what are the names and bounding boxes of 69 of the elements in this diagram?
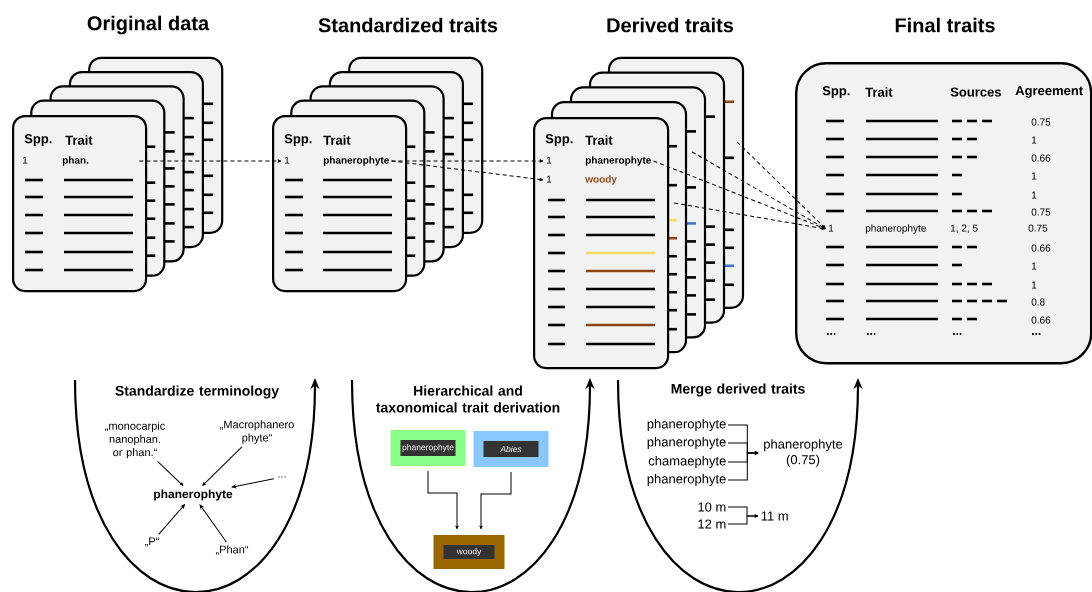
dashed-arrow (736, 141, 826, 229)
column-header: Spp. (822, 86, 850, 98)
arrow (202, 446, 243, 486)
column-header: Spp. (545, 134, 573, 146)
trait-value: phanerophyte (647, 418, 726, 432)
trait-value: 12 m (698, 519, 726, 529)
panel-heading: Standardize terminology (115, 385, 279, 399)
merged-value: 11 m (761, 511, 788, 521)
column-header: Trait (585, 135, 613, 145)
panel-title: Derived traits (607, 17, 734, 33)
column-header: Trait (65, 135, 93, 145)
dashed-arrow (673, 202, 826, 230)
agreement-value: 0.66 (1031, 316, 1051, 324)
trait-value: phanerophyte (647, 473, 726, 487)
trait-box: woody (433, 535, 505, 569)
agreement-value: 1 (1032, 191, 1037, 199)
arrow (199, 504, 227, 543)
trait-box: Abies (473, 431, 549, 467)
column-header: Trait (323, 135, 351, 145)
term-text: phanerophyte (154, 489, 233, 501)
table-row: 1 phan. (22, 156, 89, 166)
trait-value: phanerophyte (647, 436, 726, 450)
agreement-value: 0.66 (1031, 154, 1051, 162)
ellipsis: ... (867, 333, 876, 335)
column-header: Spp. (24, 134, 52, 146)
term-text: ... (278, 476, 286, 478)
column-header: Agreement (1015, 86, 1083, 98)
panel-heading: Merge derived traits (671, 383, 805, 397)
ellipsis: ... (953, 333, 962, 335)
agreement-value: 0.8 (1031, 298, 1045, 306)
panel-heading: Hierarchical and taxonomical trait derivation (376, 385, 560, 413)
ellipsis: ... (827, 333, 836, 335)
column-header: Sources (950, 87, 1001, 97)
dashed-arrow (138, 159, 282, 163)
table-row: 1 phanerophyte (547, 156, 651, 166)
arrow (479, 471, 512, 530)
arrow (727, 451, 759, 481)
agreement-value: 0.75 (1031, 208, 1051, 216)
panel-title: Original data (87, 15, 210, 35)
agreement-value: 1 (1032, 281, 1037, 289)
table-row: 1 woody (547, 175, 617, 185)
struck-term: „Macrophanero phyte“ (220, 420, 294, 444)
panel-title: Final traits (895, 17, 995, 33)
arrow (427, 470, 459, 530)
arrow (158, 504, 185, 535)
arrow (231, 478, 275, 489)
table-row: 1 phanerophyte 1, 2, 5 0.75 (829, 224, 1048, 234)
agreement-value: 0.75 (1031, 118, 1051, 126)
ellipsis: ... (1032, 333, 1041, 335)
struck-term: „monocarpic nanophan. or phan.“ (105, 421, 165, 459)
agreement-value: 1 (1032, 172, 1037, 180)
trait-box: phanerophyte (390, 430, 466, 466)
dashed-arrow (391, 160, 544, 182)
table-row: 1 phanerophyte (284, 156, 389, 166)
panel-title: Standardized traits (318, 17, 498, 33)
agreement-value: 0.66 (1031, 244, 1051, 252)
arrow (157, 460, 184, 486)
trait-value: 10 m (698, 502, 726, 512)
struck-term: „P“ (145, 537, 159, 547)
trait-value: chamaephyte (648, 455, 726, 469)
column-header: Spp. (284, 134, 312, 146)
dashed-arrow (691, 151, 826, 229)
arrow (727, 514, 759, 525)
dashed-arrow (391, 159, 544, 163)
merged-value: phanerophyte (0.75) (764, 439, 843, 467)
agreement-value: 1 (1032, 136, 1037, 144)
agreement-value: 1 (1032, 262, 1037, 270)
struck-term: „Phan“ (215, 545, 249, 555)
column-header: Trait (865, 87, 893, 97)
